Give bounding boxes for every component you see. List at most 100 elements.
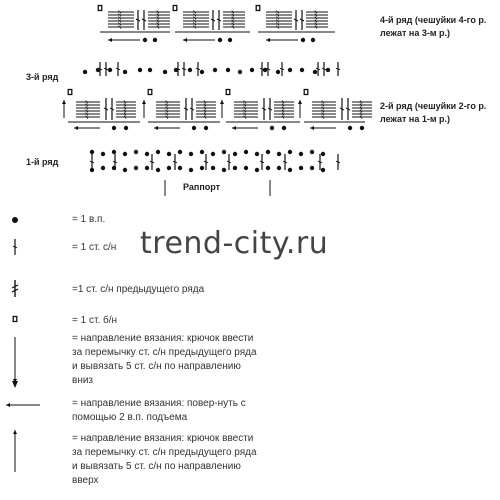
scale-tick xyxy=(123,112,127,116)
chain-dot xyxy=(187,67,193,73)
arrow-down-head xyxy=(12,381,18,388)
scale-tick xyxy=(156,25,160,29)
scale-tick xyxy=(243,106,247,110)
scale-tick xyxy=(359,100,363,104)
scale-tick xyxy=(276,19,280,23)
scale-tick xyxy=(314,25,318,29)
scale-tick xyxy=(118,10,122,14)
dc-tick xyxy=(109,107,115,111)
dc-tick xyxy=(149,160,155,164)
chain-dot xyxy=(221,167,227,173)
scale-tick xyxy=(243,103,247,107)
chain-dot xyxy=(275,69,281,75)
scale-tick xyxy=(314,22,318,26)
scale-tick xyxy=(123,103,127,107)
sc-stitch xyxy=(255,4,261,12)
direction-arrowhead xyxy=(220,100,224,104)
legend-dc-text: = 1 ст. с/н xyxy=(72,242,117,253)
scale-tick xyxy=(276,16,280,20)
chain-dot xyxy=(243,165,249,171)
chain-dot xyxy=(276,165,282,171)
direction-arrowhead xyxy=(310,126,314,130)
scale-tick xyxy=(193,10,197,14)
chain-dot xyxy=(89,149,95,155)
chain-dot xyxy=(276,151,282,157)
dc-tick xyxy=(203,160,209,164)
chain-dot xyxy=(122,69,128,75)
scale-tick xyxy=(123,109,127,113)
scale-tick xyxy=(276,10,280,14)
chain-dot xyxy=(265,149,271,155)
chain-dot xyxy=(325,67,331,73)
scale-tick xyxy=(321,112,325,116)
dc-tick xyxy=(112,160,118,164)
scale-tick xyxy=(118,25,122,29)
chain-dot xyxy=(221,149,227,155)
scale-tick xyxy=(281,100,285,104)
chain-dot xyxy=(300,37,306,43)
scale-tick xyxy=(359,112,363,116)
chain-dot xyxy=(225,67,231,73)
dc-tick xyxy=(339,107,345,111)
chain-dot xyxy=(155,167,161,173)
scale-tick xyxy=(193,13,197,17)
dc-tick xyxy=(103,107,109,111)
scale-tick xyxy=(85,103,89,107)
dc-tick xyxy=(345,107,351,111)
scale-tick xyxy=(276,25,280,29)
scale-tick xyxy=(165,103,169,107)
chain-dot xyxy=(123,125,129,131)
legend-arrow-up-text: = направление вязания: крючок ввести за … xyxy=(72,433,257,486)
dc-tick xyxy=(181,67,187,71)
scale-tick xyxy=(165,100,169,104)
chain-dot xyxy=(203,125,209,131)
scale-tick xyxy=(85,100,89,104)
chain-dot xyxy=(177,165,183,171)
chain-dot xyxy=(359,125,365,131)
chain-dot xyxy=(287,149,293,155)
row1-label: 1-й ряд xyxy=(26,157,59,167)
scale-tick xyxy=(165,106,169,110)
chain-dot xyxy=(310,37,316,43)
direction-arrowhead xyxy=(6,403,10,407)
sc-stitch xyxy=(12,315,18,323)
legend-arrow-down-text: = направление вязания: крючок ввести за … xyxy=(72,333,257,386)
scale-tick xyxy=(123,106,127,110)
scale-tick xyxy=(231,19,235,23)
chain-dot xyxy=(137,67,143,73)
dc-tick xyxy=(12,245,18,249)
dc-tick xyxy=(97,67,103,71)
chain-dot xyxy=(287,167,293,173)
chain-dot xyxy=(347,125,353,131)
dc-tick xyxy=(299,18,305,22)
chain-dot xyxy=(166,165,172,171)
chain-dot xyxy=(320,167,326,173)
scale-tick xyxy=(231,16,235,20)
dc-tick xyxy=(135,18,141,22)
chain-dot xyxy=(298,165,304,171)
sc-stitch xyxy=(225,88,231,96)
dc-tick xyxy=(261,107,267,111)
direction-arrowhead xyxy=(142,100,146,104)
chain-dot xyxy=(269,125,275,131)
scale-tick xyxy=(276,13,280,17)
chain-dot xyxy=(243,149,249,155)
dc-tick xyxy=(115,67,121,71)
scale-tick xyxy=(314,10,318,14)
chain-dot xyxy=(12,217,18,223)
chain-dot xyxy=(299,67,305,73)
scale-tick xyxy=(321,100,325,104)
scale-tick xyxy=(118,16,122,20)
chain-dot xyxy=(309,149,315,155)
chain-dot xyxy=(210,165,216,171)
scale-tick xyxy=(243,109,247,113)
scale-tick xyxy=(243,100,247,104)
chain-dot xyxy=(287,67,293,73)
legend-sc-text: = 1 ст. б/н xyxy=(72,315,118,326)
chain-dot xyxy=(199,149,205,155)
dc-tick xyxy=(183,107,189,111)
chain-dot xyxy=(111,149,117,155)
scale-tick xyxy=(156,13,160,17)
prev-dc-tick xyxy=(11,288,19,293)
